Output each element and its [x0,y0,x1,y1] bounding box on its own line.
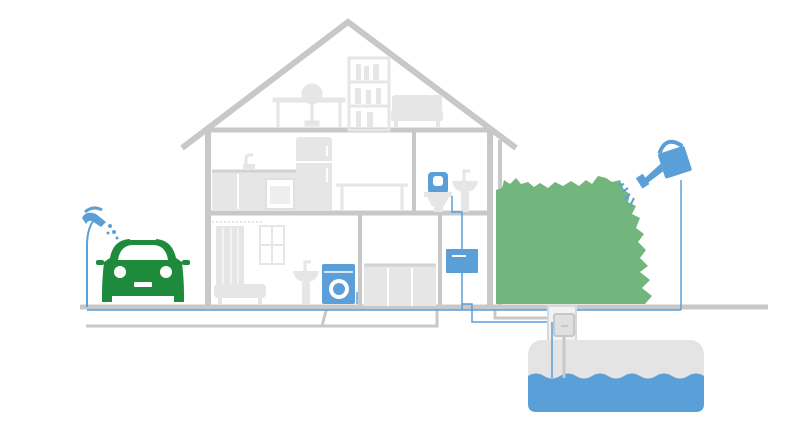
rainwater-tank-icon [528,305,704,412]
bathroom-window [259,225,285,265]
bathroom-basin-upper [452,169,478,212]
toilet-room [424,169,478,212]
bathroom [212,221,319,304]
bathtub [214,284,266,298]
pump-control-icon [446,249,478,273]
water-pipes [87,196,681,323]
fridge [296,137,332,211]
dining-table [336,183,408,211]
garden-hose-icon [82,206,119,307]
attic-sofa [391,95,443,128]
toilet-icon [424,172,452,212]
attic-bookshelf [347,56,391,132]
bathroom-basin-lower [293,260,319,304]
roof [180,18,518,151]
car-icon [96,237,190,302]
watering-can-icon [617,139,692,310]
kitchen-tap [244,153,253,170]
attic-furniture [272,56,443,132]
kitchen [212,137,408,211]
washing-machine-icon [322,264,355,304]
hedge-icon [496,176,652,304]
storage-cabinet [364,263,436,306]
